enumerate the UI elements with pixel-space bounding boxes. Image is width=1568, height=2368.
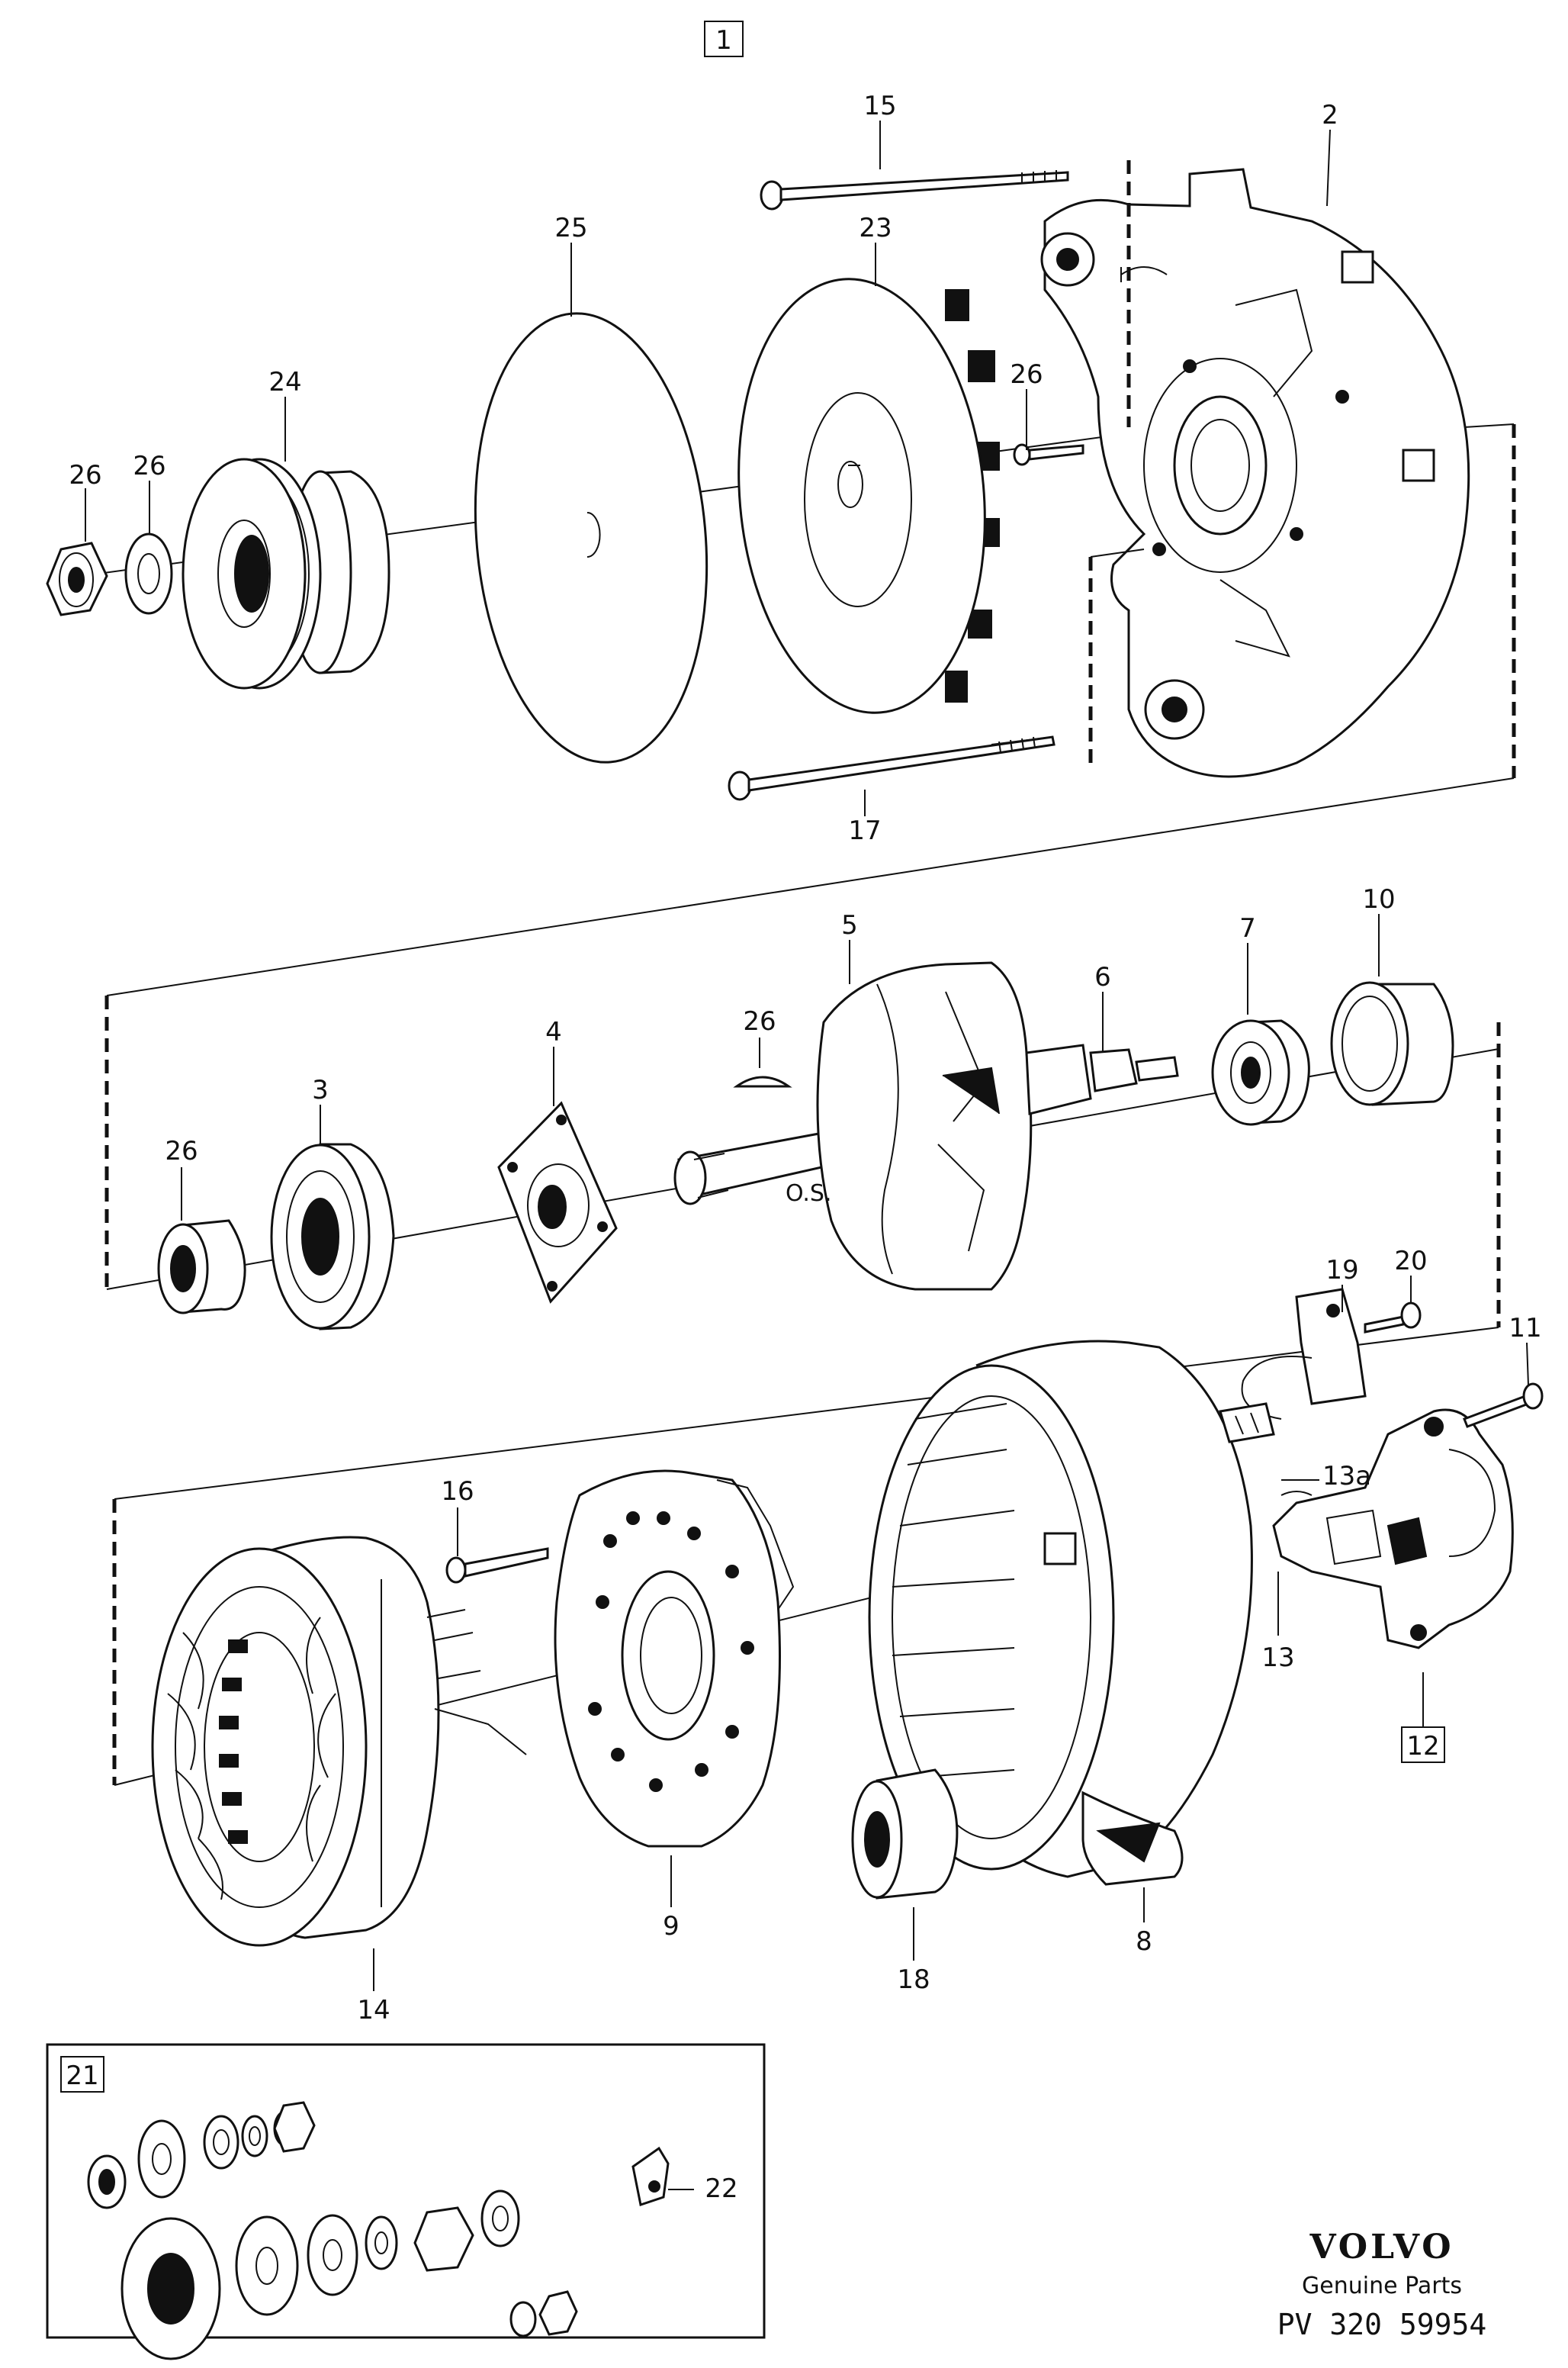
- callout-11: 11: [1509, 1313, 1541, 1343]
- brand-logo: VOLVO: [1309, 2228, 1454, 2267]
- retainer-plate-part: [497, 1101, 618, 1304]
- callout-26-washer: 26: [133, 451, 165, 481]
- callout-20: 20: [1394, 1246, 1427, 1276]
- assembly-ref-label: 1: [715, 25, 732, 56]
- bolt-15-part: [760, 170, 1069, 211]
- callout-leaders-top: [85, 121, 1331, 816]
- lock-washer-part: [124, 532, 173, 615]
- callout-10: 10: [1362, 884, 1395, 915]
- assembly-ref-box: 1: [704, 21, 744, 57]
- regulator-ref-label: 12: [1406, 1731, 1439, 1762]
- nut-part: [46, 542, 108, 616]
- screw-26-housing-part: [1013, 443, 1084, 466]
- woodruff-key-part: [733, 1076, 792, 1088]
- brush-holder-part: [1219, 1288, 1367, 1443]
- callout-23: 23: [859, 213, 892, 243]
- callout-8: 8: [1136, 1926, 1152, 1957]
- callout-3: 3: [312, 1075, 329, 1105]
- regulator-ref-box: 12: [1401, 1672, 1445, 1763]
- callout-4: 4: [545, 1017, 562, 1047]
- slip-ring-end-housing-part: [868, 1340, 1253, 1886]
- callout-24: 24: [268, 367, 301, 397]
- screw-11-part: [1463, 1382, 1544, 1428]
- rotor-part: O.S.: [673, 961, 1179, 1291]
- callout-5: 5: [841, 910, 858, 941]
- slip-ring-bearing-part: [1211, 1019, 1310, 1126]
- repair-kit-box: 21 22: [46, 2043, 766, 2360]
- diagram-code: PV 320 59954: [1277, 2308, 1487, 2341]
- drive-end-housing-part: [1040, 168, 1470, 778]
- callout-6: 6: [1094, 962, 1111, 993]
- callout-13a: 13a: [1322, 1461, 1371, 1491]
- callout-26-housing: 26: [1010, 359, 1043, 390]
- rectifier-plate-part: [554, 1469, 795, 1848]
- callout-16: 16: [441, 1476, 474, 1507]
- ball-bearing-part: [270, 1143, 395, 1330]
- callout-7: 7: [1239, 913, 1256, 944]
- callout-9: 9: [663, 1911, 680, 1942]
- connector-mid-to-bottom: [114, 1327, 1499, 1500]
- callout-leaders-bottom: [373, 1276, 1529, 1991]
- callout-14: 14: [357, 1995, 390, 2025]
- brand-tagline: Genuine Parts: [1302, 2273, 1462, 2299]
- callout-13: 13: [1261, 1642, 1294, 1673]
- callout-25: 25: [554, 213, 587, 243]
- callout-26-key: 26: [743, 1006, 776, 1037]
- stator-part: [151, 1536, 527, 1947]
- connector-top-to-mid: [106, 777, 1515, 996]
- bolt-17-part: [728, 735, 1056, 801]
- shaft-mark: O.S.: [786, 1180, 832, 1207]
- spacer-sleeve-part: [157, 1219, 246, 1314]
- callout-26-spacer: 26: [165, 1136, 198, 1166]
- footer-branding: VOLVO Genuine Parts PV 320 59954: [1277, 2228, 1487, 2341]
- bearing-ring-part: [1330, 981, 1454, 1106]
- callout-15: 15: [863, 91, 896, 121]
- callout-19: 19: [1325, 1255, 1358, 1285]
- screw-16-part: [445, 1547, 549, 1584]
- callout-17: 17: [848, 816, 881, 846]
- spacer-disc-part: [474, 312, 708, 764]
- repair-kit-parts: [87, 2101, 694, 2360]
- voltage-regulator-part: [1272, 1408, 1514, 1649]
- bushing-sleeve-part: [851, 1768, 959, 1900]
- fan-part: [737, 278, 1000, 714]
- callout-leaders-mid: [181, 914, 1380, 1221]
- repair-kit-label: 21: [66, 2061, 98, 2091]
- callout-18: 18: [897, 1964, 930, 1995]
- callout-2: 2: [1322, 100, 1338, 130]
- callout-26-nut: 26: [69, 460, 101, 491]
- callout-22: 22: [705, 2173, 737, 2204]
- screw-20-part: [1364, 1301, 1422, 1334]
- pulley-part: [182, 458, 390, 690]
